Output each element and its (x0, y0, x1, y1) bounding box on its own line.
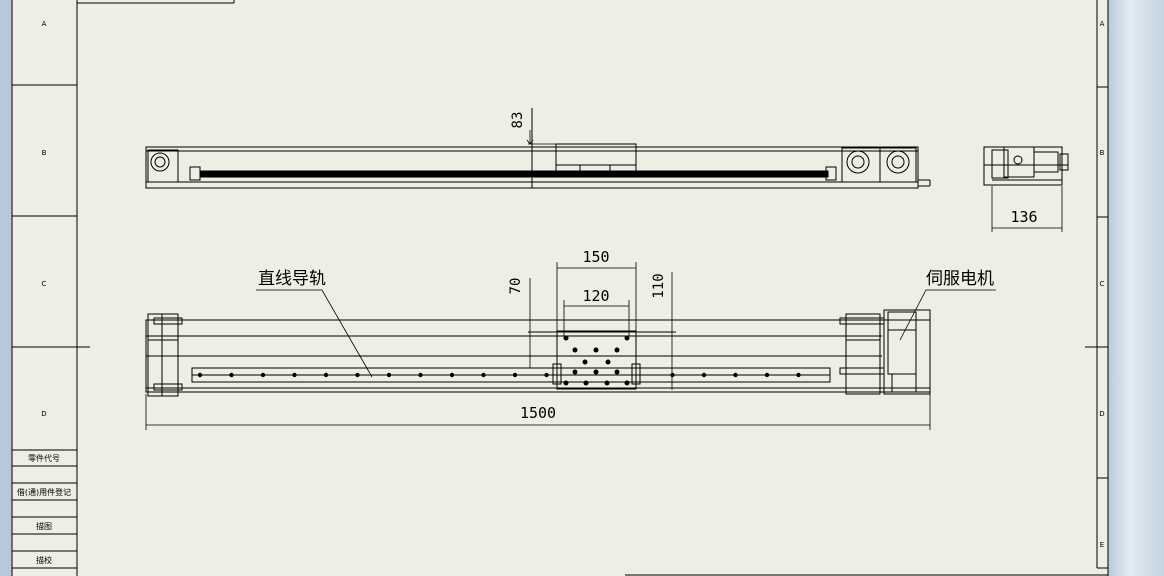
top-view[interactable] (145, 309, 931, 397)
dim-120-label: 120 (582, 287, 609, 305)
slide-hole (614, 347, 620, 353)
side-view[interactable] (983, 146, 1069, 186)
dim-110-label: 110 (651, 273, 667, 298)
rail-hole (355, 372, 360, 378)
servo-motor (883, 309, 931, 395)
row-letter-a-right: A (1100, 20, 1105, 28)
title-block-trace-check: 描校 (36, 555, 52, 565)
paper (12, 0, 1108, 576)
slide-hole (614, 369, 620, 375)
rail-hole (481, 372, 486, 378)
right-zone-strip (625, 0, 1109, 576)
row-letter-d-right: D (1099, 410, 1104, 418)
slide-table (556, 330, 637, 390)
rail-hole (764, 372, 770, 378)
slide-hole (624, 380, 630, 386)
row-letter-c-right: C (1100, 280, 1105, 288)
rail-hole (197, 372, 203, 378)
slide-hole (563, 335, 569, 341)
slide-hole (624, 335, 630, 341)
rail-hole (670, 372, 675, 378)
front-left-pulley (150, 152, 170, 172)
rail-hole (449, 372, 455, 378)
rail-hole (229, 372, 234, 378)
front-dimension-83 (526, 130, 560, 145)
dim-70-label: 70 (508, 278, 524, 295)
row-letter-e-right: E (1100, 541, 1104, 549)
front-right-pulley (846, 150, 870, 174)
label-linear-rail: 直线导轨 (258, 269, 326, 289)
rail-hole (260, 372, 266, 378)
slide-hole (604, 380, 610, 386)
row-letter-b-right: B (1100, 149, 1105, 157)
row-letter-a-left: A (42, 20, 47, 28)
dim-150-label: 150 (582, 248, 609, 266)
dim-1500-label: 1500 (520, 404, 556, 422)
window-left-edge (0, 0, 12, 576)
slide-hole (572, 347, 578, 353)
top-dimensions (145, 262, 996, 430)
rail-hole (323, 372, 329, 378)
slide-hole (605, 359, 611, 365)
slide-table-holes (563, 335, 630, 386)
slide-hole (593, 369, 599, 375)
rail-hole (796, 372, 801, 378)
row-letter-d-left: D (41, 410, 46, 418)
left-zone-strip (11, 0, 235, 576)
rail-hole (544, 372, 549, 378)
slide-hole (583, 380, 589, 386)
side-dimension-136 (991, 186, 1063, 232)
right-row-letters: A B C D E (1099, 20, 1104, 549)
slide-hole (582, 359, 588, 365)
slide-hole (593, 347, 599, 353)
row-letter-b-left: B (42, 149, 47, 157)
rail-hole (512, 372, 518, 378)
rail-hole (701, 372, 707, 378)
row-letter-c-left: C (42, 280, 47, 288)
title-block-borrowed-part: 借(通)用件登记 (17, 487, 71, 497)
front-view[interactable] (145, 108, 931, 189)
dim-136-label: 136 (1010, 208, 1037, 226)
title-block-tracing: 描图 (36, 521, 52, 531)
front-motor-end (886, 150, 910, 174)
slide-hole (572, 369, 578, 375)
left-row-letters: A B C D (41, 20, 46, 418)
title-block-part-code: 零件代号 (28, 453, 60, 463)
label-servo-motor: 伺服电机 (926, 269, 994, 289)
dim-83-label: 83 (510, 112, 526, 129)
rail-hole (292, 372, 297, 378)
rail-hole (733, 372, 738, 378)
window-right-edge (1108, 0, 1164, 576)
slide-hole (563, 380, 569, 386)
title-block-labels: 零件代号 借(通)用件登记 描图 描校 (17, 453, 71, 565)
rail-hole (386, 372, 392, 378)
rail-mounting-holes (197, 372, 801, 378)
rail-hole (418, 372, 423, 378)
